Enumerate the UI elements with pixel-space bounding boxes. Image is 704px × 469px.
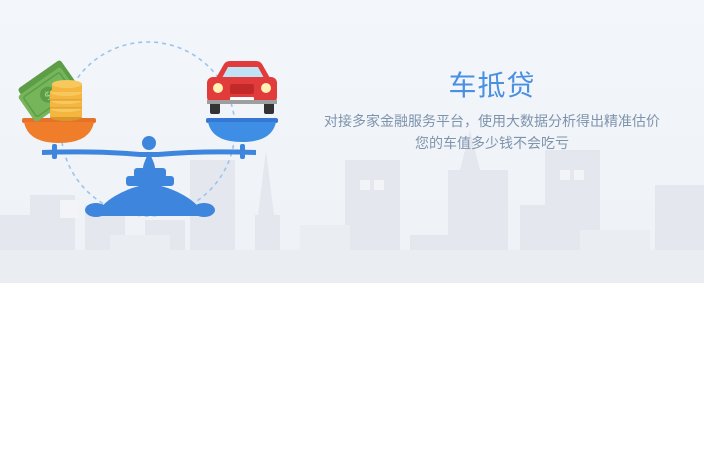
hero-subtitle-line-2: 您的车值多少钱不会吃亏 <box>415 136 569 152</box>
right-pan <box>206 61 278 142</box>
money-icon: $ <box>18 60 82 122</box>
car-icon <box>207 61 277 114</box>
city-skyline-background <box>0 130 704 283</box>
hero-copy: 车抵贷 对接多家金融服务平台，使用大数据分析得出精准估价 您的车值多少钱不会吃亏 <box>300 0 704 283</box>
hero-subtitle-line-1: 对接多家金融服务平台，使用大数据分析得出精准估价 <box>324 114 660 130</box>
page-title: 车抵贷 <box>448 69 536 102</box>
scale-base <box>96 184 204 216</box>
hero-banner: $ <box>0 0 704 283</box>
scale-beam <box>42 149 256 157</box>
left-pan: $ <box>18 60 96 143</box>
balance-scale-icon: $ <box>18 41 278 217</box>
content-area <box>0 283 704 469</box>
